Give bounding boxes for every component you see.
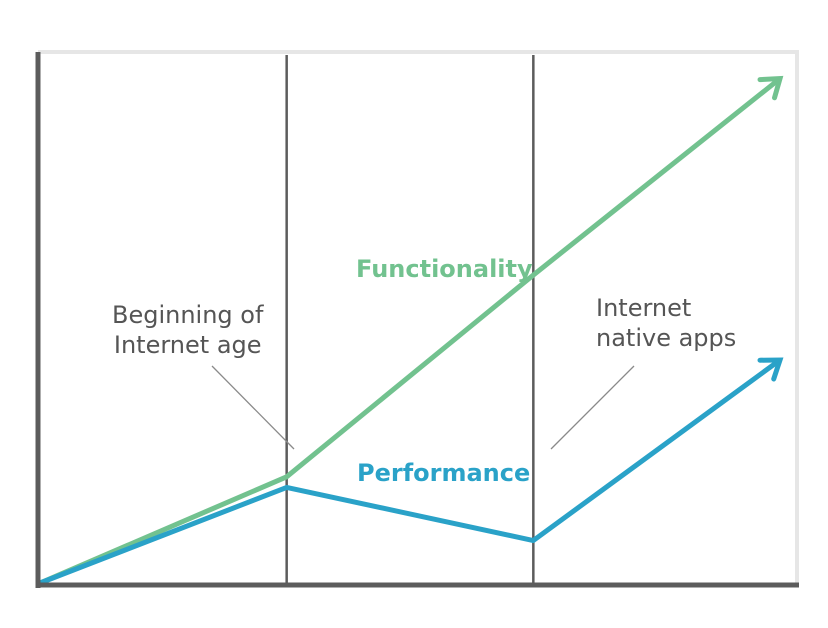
series-label-functionality: Functionality bbox=[356, 255, 533, 283]
annotation-internet-native-apps: Internet native apps bbox=[596, 293, 736, 353]
series-line-performance bbox=[39, 357, 782, 586]
series-arrowhead-functionality bbox=[757, 75, 784, 101]
frame-top-right bbox=[38, 50, 799, 586]
annotation-line-1: Beginning of bbox=[112, 301, 264, 329]
series-label-performance: Performance bbox=[357, 459, 531, 487]
series-arrowhead-performance bbox=[757, 357, 784, 382]
annotation-line-2: Internet age bbox=[113, 331, 262, 359]
annotation-leader-left bbox=[211, 365, 295, 450]
series-line-functionality bbox=[39, 76, 782, 586]
annotation-line-2: native apps bbox=[596, 324, 737, 352]
annotation-leader-right bbox=[550, 365, 635, 450]
annotation-beginning-of-internet-age: Beginning of Internet age bbox=[112, 300, 263, 360]
annotation-line-1: Internet bbox=[596, 294, 692, 322]
